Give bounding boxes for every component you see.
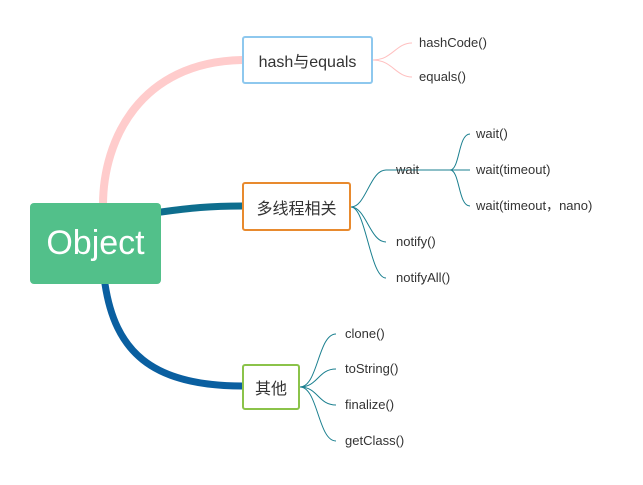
connector-root-hash: [99, 56, 246, 209]
branch-node-hash-equals[interactable]: hash与equals: [242, 36, 373, 84]
connector-root-thread: [157, 202, 246, 216]
connector-root-other: [101, 280, 246, 390]
leaf-wait-noarg[interactable]: wait(): [476, 126, 508, 141]
branch-node-multithreading[interactable]: 多线程相关: [242, 182, 351, 231]
connector-other-clone: [299, 333, 337, 388]
leaf-getclass[interactable]: getClass(): [345, 433, 405, 448]
leaf-hashcode[interactable]: hashCode(): [419, 35, 487, 50]
branch-label-other: 其他: [254, 381, 287, 398]
root-label: Object: [46, 224, 145, 262]
connector-thread-notify: [350, 206, 387, 243]
leaf-equals[interactable]: equals(): [419, 69, 466, 84]
leaf-finalize[interactable]: finalize(): [345, 397, 395, 412]
branch-label-multithreading: 多线程相关: [256, 200, 337, 218]
connector-other-getclass: [299, 386, 337, 442]
connector-wait-3: [449, 169, 471, 207]
connector-other-finalize: [299, 386, 337, 406]
connector-wait-1: [449, 133, 471, 171]
connector-other-tostring: [299, 368, 337, 388]
connector-thread-wait: [350, 169, 387, 208]
leaf-notifyall[interactable]: notifyAll(): [396, 270, 451, 285]
branch-node-other[interactable]: 其他: [242, 364, 300, 410]
connector-hash-hashcode: [372, 42, 413, 61]
root-node[interactable]: Object: [30, 203, 161, 284]
leaf-tostring[interactable]: toString(): [345, 361, 399, 376]
leaf-wait-timeout[interactable]: wait(timeout): [476, 162, 551, 177]
leaf-wait[interactable]: wait: [396, 162, 420, 177]
connector-thread-notifyall: [350, 206, 387, 279]
leaf-notify[interactable]: notify(): [396, 234, 436, 249]
leaf-wait-timeout-nano[interactable]: wait(timeout，nano): [476, 198, 593, 213]
leaf-clone[interactable]: clone(): [345, 326, 385, 341]
branch-label-hash-equals: hash与equals: [258, 54, 357, 71]
connector-hash-equals: [372, 59, 413, 78]
